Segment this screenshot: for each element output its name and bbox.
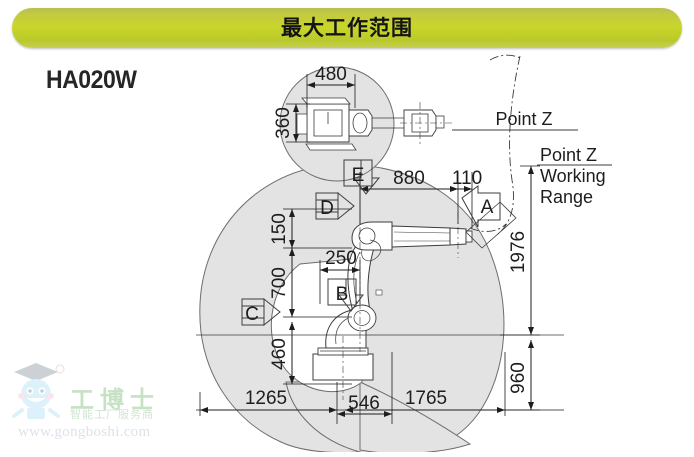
- dimension-upper-offset: 150: [269, 208, 352, 249]
- point-z-label-group: Point Z: [452, 109, 578, 131]
- dimension-label-150: 150: [269, 213, 290, 245]
- dimension-label-880: 880: [393, 168, 425, 189]
- callout-e-label: E: [352, 165, 365, 186]
- dimension-detail-width: 480: [306, 64, 356, 108]
- page-title: 最大工作范围: [281, 16, 413, 40]
- point-z-range-line1: Point Z: [540, 145, 597, 165]
- model-name: HA020W: [46, 66, 137, 94]
- callout-b-label: B: [336, 284, 349, 305]
- callout-d: D: [315, 191, 355, 221]
- dimension-label-360: 360: [273, 107, 294, 139]
- dimension-elbow-offset: 250: [319, 248, 361, 304]
- dimension-arm-reach: 880: [359, 168, 459, 224]
- dimension-label-250: 250: [325, 248, 357, 269]
- point-z-centerline: [465, 54, 521, 249]
- dimension-base-height: 460: [269, 322, 352, 385]
- dimension-label-546: 546: [348, 393, 380, 414]
- dimension-detail-height: 360: [273, 103, 310, 143]
- callout-c: C: [241, 297, 281, 327]
- working-range-diagram: 480 360: [0, 52, 694, 457]
- dimension-label-960: 960: [508, 362, 529, 394]
- callout-d-label: D: [320, 198, 334, 219]
- callout-e: E: [343, 159, 381, 195]
- robot-arm-drawing: [312, 212, 473, 400]
- point-z-working-range-label-group: Point Z Working Range: [537, 145, 612, 207]
- callout-a: A: [461, 185, 501, 228]
- dimension-label-700: 700: [269, 267, 290, 299]
- dimension-label-1765: 1765: [405, 388, 447, 409]
- dimension-left-reach: 1265: [199, 388, 337, 416]
- dimension-label-1976: 1976: [508, 231, 529, 273]
- dimension-label-110: 110: [452, 168, 482, 189]
- dimension-below-base: 960: [500, 340, 540, 411]
- dimension-shoulder-height: 700: [269, 248, 352, 318]
- point-z-range-line2: Working: [540, 166, 606, 186]
- top-view-detail-circle: [279, 66, 452, 182]
- page-header-banner: 最大工作范围: [12, 8, 682, 48]
- point-z-range-line3: Range: [540, 187, 593, 207]
- callout-a-label: A: [481, 197, 494, 218]
- dimension-label-1265: 1265: [245, 388, 287, 409]
- dimension-label-480: 480: [315, 64, 347, 85]
- callout-b: B: [327, 278, 364, 312]
- dimension-wrist-offset: 110: [452, 168, 482, 228]
- dimension-label-460: 460: [269, 338, 290, 370]
- callout-c-label: C: [245, 304, 259, 325]
- point-z-label: Point Z: [495, 109, 552, 129]
- dimension-right-reach: 1765: [345, 352, 506, 416]
- dimension-vertical-reach: 1976: [500, 165, 540, 336]
